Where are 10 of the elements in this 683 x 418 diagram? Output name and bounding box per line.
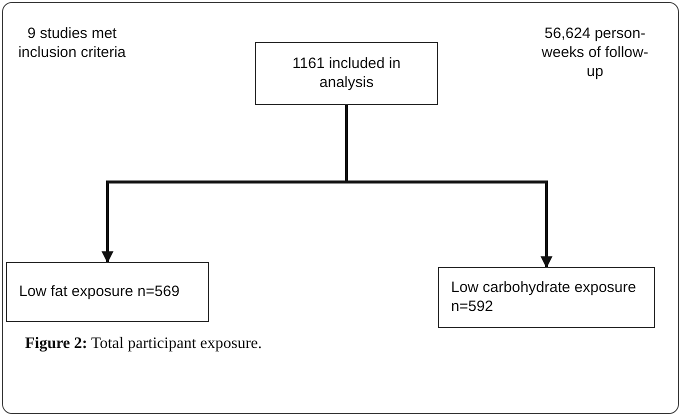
box-text: 1161 included in analysis bbox=[291, 54, 402, 92]
figure-caption: Figure 2: Total participant exposure. bbox=[25, 335, 262, 353]
box-text: Low fat exposure n=569 bbox=[19, 282, 180, 302]
process-box bbox=[255, 42, 438, 105]
process-box bbox=[6, 262, 209, 322]
note-text: 9 studies met inclusion criteria bbox=[17, 25, 127, 62]
process-box bbox=[438, 267, 655, 328]
arrow bbox=[345, 105, 552, 268]
note-text: 56,624 person-weeks of follow-up bbox=[540, 25, 650, 82]
box-text: Low carbohydrate exposure n=592 bbox=[451, 278, 638, 316]
